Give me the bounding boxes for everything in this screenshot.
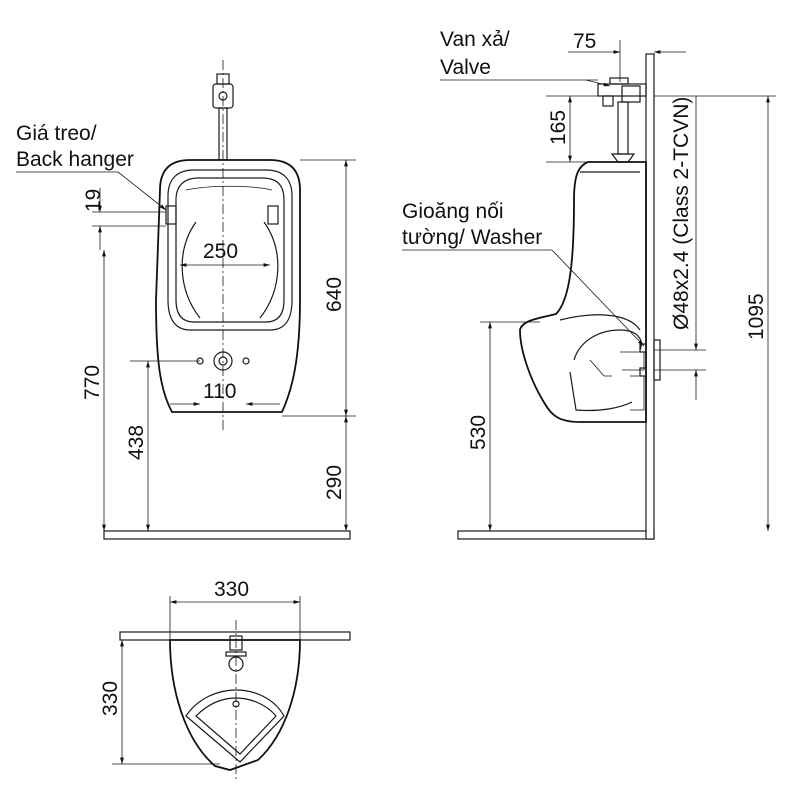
dim-530: 530: [467, 415, 490, 450]
side-valve: [597, 77, 647, 163]
front-urinal-body: [155, 159, 301, 413]
side-wall: [645, 53, 655, 540]
dim-290: 290: [323, 465, 346, 500]
front-back-hanger-left: [165, 205, 177, 225]
dim-640: 640: [323, 277, 346, 312]
front-view: 250 110 19 770 438 640 290 Giá treo/ Bac…: [16, 60, 356, 540]
dim-75: 75: [573, 30, 596, 53]
dim-110: 110: [203, 380, 236, 403]
label-valve-1: Van xả/: [440, 28, 510, 51]
label-washer-1: Gioăng nối: [402, 200, 504, 223]
front-back-hanger-right: [267, 205, 279, 225]
dim-19: 19: [82, 189, 105, 212]
side-floor: [457, 530, 655, 540]
front-floor: [103, 530, 351, 540]
dim-770: 770: [81, 365, 104, 400]
label-pipe-spec: Ø48x2.4 (Class 2-TCVN): [670, 97, 693, 330]
label-washer-2: tường/ Washer: [402, 226, 542, 249]
dim-330-depth: 330: [99, 681, 122, 716]
top-view: 330 330: [99, 578, 351, 780]
label-back-hanger-1: Giá treo/: [16, 122, 97, 145]
dim-438: 438: [125, 425, 148, 460]
side-view: 75 Van xả/ Valve 165 Gioăng nối tường/ W…: [402, 28, 776, 540]
dim-165: 165: [547, 110, 570, 145]
top-urinal-body: [169, 639, 301, 771]
label-valve-2: Valve: [440, 56, 491, 79]
side-urinal-body: [519, 161, 647, 423]
label-back-hanger-2: Back hanger: [16, 148, 134, 171]
dim-330-width: 330: [214, 578, 249, 601]
dim-250: 250: [203, 240, 238, 263]
dim-1095: 1095: [745, 293, 768, 340]
front-urinal-rim: [167, 169, 293, 331]
